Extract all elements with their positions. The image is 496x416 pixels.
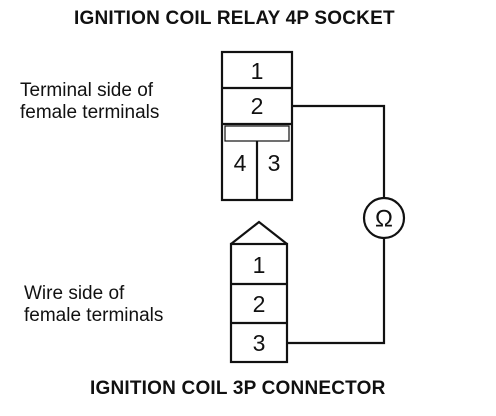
coil-connector-title: IGNITION COIL 3P CONNECTOR bbox=[90, 378, 386, 399]
relay-socket-title: IGNITION COIL RELAY 4P SOCKET bbox=[74, 8, 395, 29]
coil-terminal-3: 3 bbox=[253, 330, 266, 356]
wire-side-label-line2: female terminals bbox=[24, 305, 164, 326]
wire-side-label: Wire side of female terminals bbox=[24, 283, 163, 327]
relay-terminal-4: 4 bbox=[234, 150, 247, 176]
coil-connector-key bbox=[230, 220, 288, 245]
coil-terminal-2: 2 bbox=[253, 291, 266, 317]
coil-terminal-1: 1 bbox=[253, 252, 266, 278]
relay-terminal-3: 3 bbox=[268, 150, 281, 176]
test-lead-coil-terminal-3 bbox=[287, 238, 386, 345]
ohmmeter-icon bbox=[362, 196, 406, 240]
wire-side-label-line1: Wire side of bbox=[24, 283, 125, 304]
coil-connector-housing bbox=[229, 242, 289, 364]
terminal-side-label-line2: female terminals bbox=[20, 102, 160, 123]
test-lead-relay-terminal-2 bbox=[292, 104, 386, 198]
relay-terminal-1: 1 bbox=[251, 58, 264, 84]
terminal-side-label-line1: Terminal side of bbox=[20, 80, 154, 101]
relay-socket-inner-frame bbox=[224, 125, 290, 142]
relay-terminal-2: 2 bbox=[251, 93, 264, 119]
ohm-symbol: Ω bbox=[375, 206, 393, 233]
terminal-side-label: Terminal side of female terminals bbox=[20, 80, 159, 124]
